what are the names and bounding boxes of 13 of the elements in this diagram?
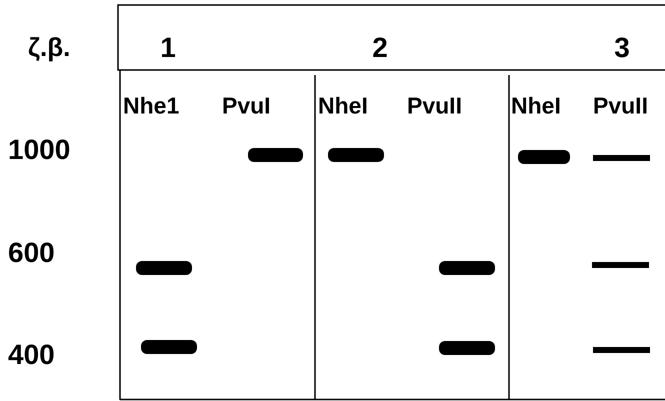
enzyme-label: Nhe1	[123, 94, 180, 118]
lane-number: 2	[372, 34, 388, 62]
enzyme-label: NheI	[318, 94, 368, 118]
enzyme-label: PvuI	[222, 94, 271, 118]
marker-unit-heading: ζ.β.	[28, 34, 70, 60]
enzyme-label: PvuII	[593, 94, 648, 118]
lane-number: 3	[614, 34, 630, 62]
size-label: 400	[8, 341, 55, 369]
size-label: 600	[8, 239, 55, 267]
enzyme-label: NheI	[511, 94, 561, 118]
lane-number: 1	[160, 34, 176, 62]
enzyme-label: PvuII	[407, 94, 462, 118]
size-label: 1000	[8, 136, 70, 164]
